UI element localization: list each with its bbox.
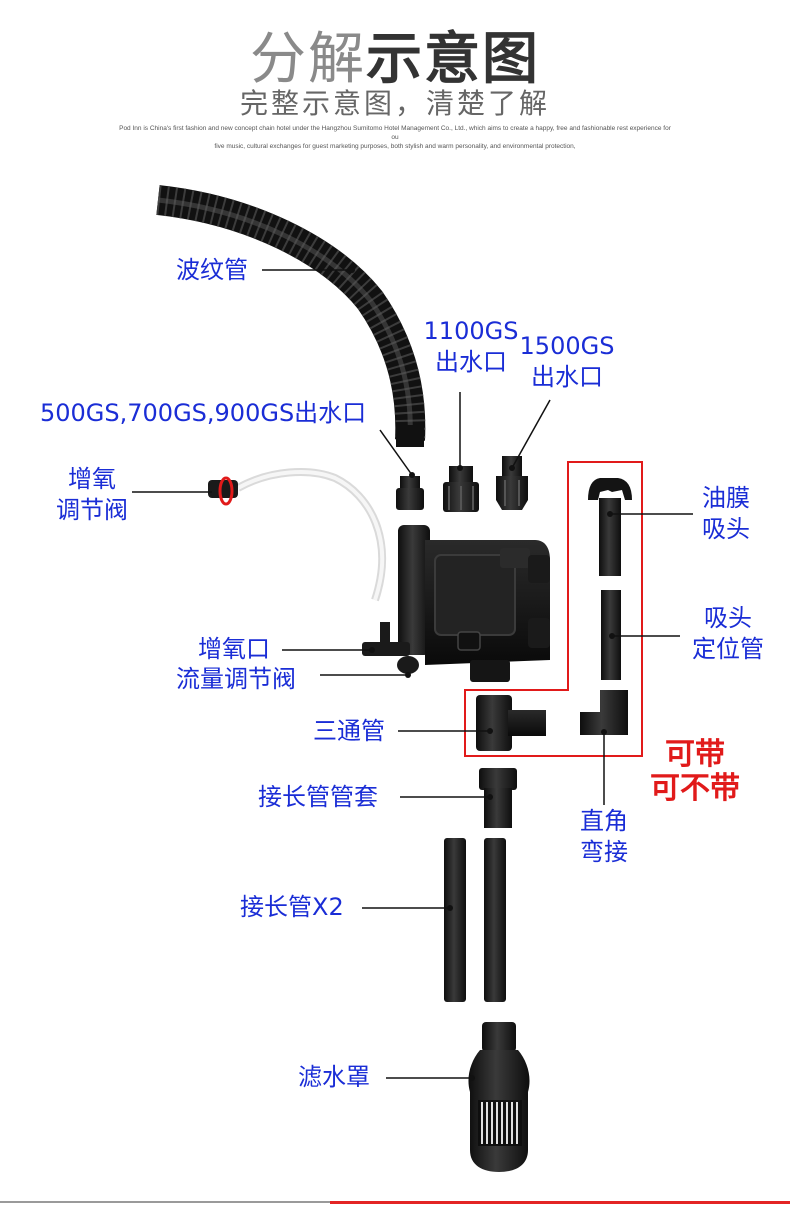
tagline: Pod Inn is China's first fashion and new… [115, 124, 675, 151]
label-skimmer: 油膜 吸头 [690, 483, 762, 545]
right-angle-elbow [580, 690, 628, 735]
title-bold: 示意图 [366, 27, 540, 92]
page-subtitle: 完整示意图，清楚了解 [239, 87, 550, 120]
label-suction-pipe-line-2: 定位管 [692, 635, 764, 663]
leader-outlet-small [379, 429, 413, 476]
footer-divider-red [330, 1201, 790, 1204]
label-outlet-1100: 1100GS 出水口 [418, 316, 524, 378]
extension-sleeve [479, 768, 517, 828]
outlet-small-nozzle [396, 476, 424, 510]
corrugated-hose [156, 185, 426, 447]
optional-note: 可带 可不带 [630, 738, 760, 806]
leader-outlet-1500 [511, 399, 551, 469]
optional-note-line-2: 可不带 [650, 771, 740, 806]
extension-pipe-2 [484, 838, 506, 1002]
label-aeration-valve-line-2: 调节阀 [56, 496, 128, 524]
skimmer-head [588, 478, 632, 576]
outlet-1100-nozzle [443, 466, 479, 512]
label-outlet-small: 500GS,700GS,900GS出水口 [40, 399, 367, 427]
extension-pipe-1 [444, 838, 466, 1002]
label-flow-valve: 流量调节阀 [176, 665, 296, 693]
filter-cover [468, 1022, 530, 1172]
label-outlet-1500-text: 出水口 [531, 363, 603, 391]
label-skimmer-line-1: 油膜 [702, 484, 750, 512]
tee-pipe [476, 695, 546, 751]
label-aeration-port: 增氧口 [198, 635, 270, 663]
aeration-tube [236, 468, 387, 602]
label-skimmer-line-2: 吸头 [702, 515, 750, 543]
label-tee-pipe: 三通管 [313, 717, 385, 745]
optional-parts-box [464, 461, 643, 757]
optional-note-line-1: 可带 [665, 737, 725, 772]
label-suction-pipe-line-1: 吸头 [704, 604, 752, 632]
page-title: 分解示意图 [0, 14, 790, 95]
label-corrugated-hose: 波纹管 [176, 256, 248, 284]
tagline-line-1: Pod Inn is China's first fashion and new… [119, 125, 671, 141]
label-filter-cover: 滤水罩 [298, 1063, 370, 1091]
label-elbow-line-2: 弯接 [580, 838, 628, 866]
label-outlet-1500-model: 1500GS [519, 332, 615, 360]
title-light: 分解 [250, 27, 366, 92]
leader-lines [132, 269, 693, 1079]
label-suction-pipe: 吸头 定位管 [680, 603, 776, 665]
tagline-line-2: five music, cultural exchanges for guest… [214, 143, 576, 150]
label-elbow-line-1: 直角 [580, 807, 628, 835]
label-aeration-valve: 增氧 调节阀 [44, 464, 140, 526]
leader-dots [349, 267, 615, 1081]
footer-divider-gray [0, 1201, 330, 1203]
label-extension-sleeve: 接长管管套 [258, 783, 378, 811]
label-aeration-valve-line-1: 增氧 [68, 465, 116, 493]
pump-body [362, 525, 550, 682]
outlet-1500-nozzle [496, 456, 528, 510]
label-outlet-1100-model: 1100GS [423, 317, 519, 345]
label-outlet-1500: 1500GS 出水口 [514, 331, 620, 393]
label-extension-pipe: 接长管X2 [240, 893, 344, 921]
label-elbow: 直角 弯接 [568, 806, 640, 868]
aeration-valve [208, 476, 238, 506]
label-outlet-1100-text: 出水口 [435, 348, 507, 376]
